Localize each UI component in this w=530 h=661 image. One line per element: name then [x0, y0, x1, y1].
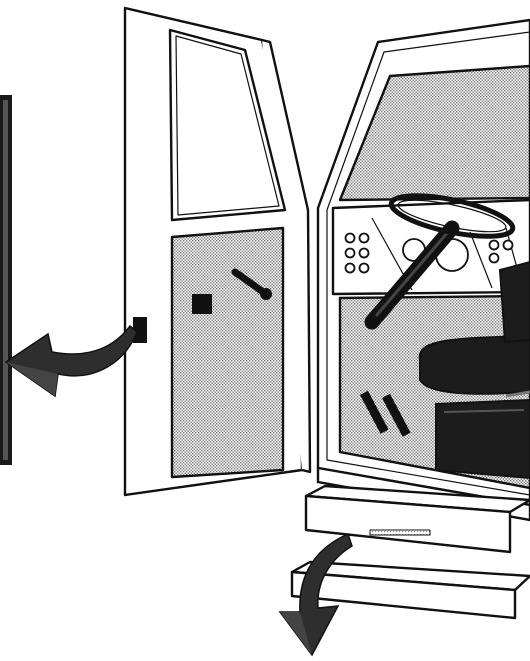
- step-upper-tread: [370, 530, 430, 535]
- gauge-5: [346, 264, 355, 273]
- gauge-2: [360, 234, 369, 243]
- door-swing-arrow: [6, 326, 137, 396]
- seat-cushion: [420, 336, 530, 394]
- cab-frame-left-edge: [0, 95, 12, 465]
- gauge-6: [360, 264, 369, 273]
- gauge-3: [346, 249, 355, 258]
- door-lower-panel: [172, 228, 283, 477]
- open-door: [125, 8, 310, 495]
- gauge-small-right-2: [490, 254, 499, 263]
- gauge-small-right-1: [490, 241, 499, 250]
- door-handle-pivot: [260, 288, 272, 300]
- gauge-4: [360, 249, 369, 258]
- gauge-small-right-3: [504, 241, 513, 250]
- door-armrest: [192, 294, 212, 314]
- gauge-1: [346, 234, 355, 243]
- seat-back: [500, 262, 530, 342]
